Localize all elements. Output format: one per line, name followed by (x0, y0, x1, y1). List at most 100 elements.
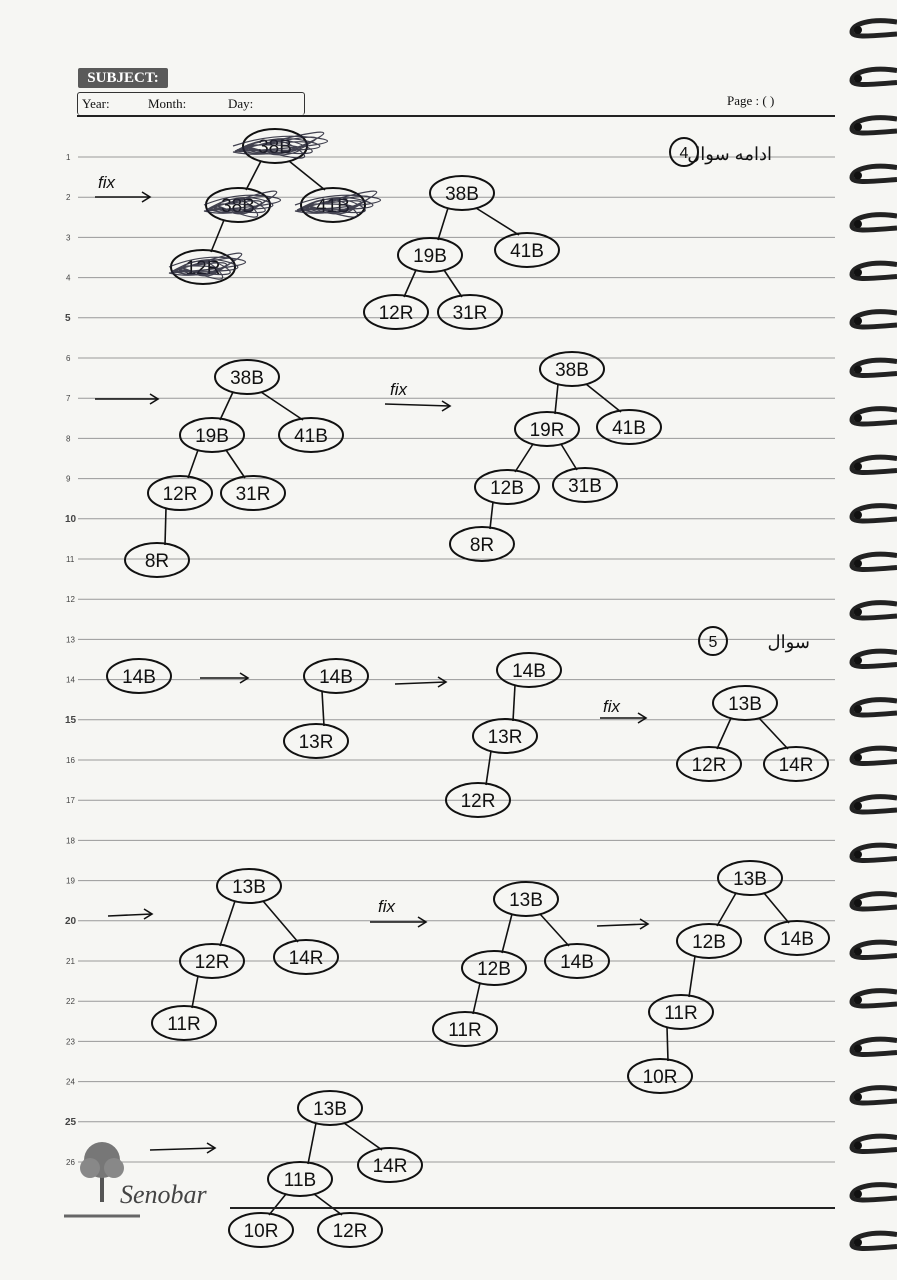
spiral-ring (849, 163, 897, 184)
line-number: 22 (66, 997, 75, 1006)
spiral-ring (849, 745, 897, 766)
node-circle (627, 1058, 693, 1094)
tree-edge (758, 717, 789, 750)
tree-edge (343, 1122, 383, 1151)
tree-node-q4_b-ll: 12R (147, 475, 213, 511)
tree-node-q5_2-left: 13R (283, 723, 349, 759)
tree-edge (443, 269, 463, 298)
tree-edge (539, 913, 570, 947)
tree-edge (763, 892, 790, 924)
node-label: 19B (413, 246, 447, 267)
line-number: 1 (66, 153, 71, 162)
node-label: 12R (692, 755, 727, 776)
spiral-ring (849, 939, 897, 960)
spiral-hole (854, 1141, 862, 1150)
spiral-binding (849, 18, 897, 1251)
node-label: 41B (294, 426, 328, 447)
spiral-ring (849, 212, 897, 233)
tree-node-q4_c-right: 41B (596, 409, 662, 445)
ruled-lines (78, 156, 835, 1163)
spiral-ring (849, 260, 897, 281)
arrow-line (107, 913, 153, 917)
spiral-hole (854, 608, 862, 616)
tree-node-q4_c-lll: 8R (449, 526, 515, 562)
node-circle (432, 1011, 498, 1047)
scribble (168, 131, 382, 280)
tree-node-q5_4-root: 13B (712, 685, 778, 721)
fix-label: fix (378, 897, 396, 916)
line-number: 10 (65, 514, 77, 525)
node-circle (676, 923, 742, 959)
node-label: 13B (232, 877, 266, 898)
node-circle (228, 1212, 294, 1248)
tree-edge (313, 1193, 343, 1216)
line-number: 8 (66, 434, 71, 443)
node-label: 12B (477, 959, 511, 980)
tree-node-q5_8-right: 14R (357, 1147, 423, 1183)
q5-number: 5 (709, 634, 718, 651)
spiral-ring (849, 648, 897, 669)
spiral-hole (854, 268, 862, 277)
spiral-ring (849, 18, 897, 39)
tree-edge (191, 975, 199, 1009)
tree-edge (666, 1026, 669, 1062)
node-circle (179, 943, 245, 979)
q5-heading: سوال 5 (698, 626, 810, 656)
node-circle (539, 351, 605, 387)
tree-node-q4_c-left: 19R (514, 411, 580, 447)
line-number: 25 (65, 1117, 77, 1128)
tree-edge (512, 684, 516, 722)
tree-node-q4_b-root: 38B (214, 359, 280, 395)
spiral-ring (849, 842, 897, 863)
tree-edge (688, 955, 696, 998)
node-circle (544, 943, 610, 979)
spiral-ring (849, 357, 897, 378)
spiral-ring (849, 1036, 897, 1057)
node-circle (763, 746, 829, 782)
tree-node-q5_7-left: 12B (676, 923, 742, 959)
node-label: 8R (470, 535, 494, 556)
spiral-hole (854, 317, 862, 325)
node-label: 10R (643, 1067, 678, 1088)
tree-edge (554, 383, 559, 415)
node-circle (676, 746, 742, 782)
spiral-ring (849, 1230, 897, 1251)
spiral-ring (849, 1085, 897, 1106)
tree-edge (321, 690, 325, 727)
node-label: 11R (448, 1020, 481, 1041)
node-circle (124, 542, 190, 578)
arrow-line (596, 923, 649, 927)
spiral-ring (849, 891, 897, 912)
fix-label: fix (390, 380, 408, 399)
arrow-head (206, 1142, 217, 1154)
tree-edge (288, 160, 326, 191)
tree-edge (501, 913, 513, 954)
arrow-head (149, 393, 160, 405)
tree-node-q4_b-left: 19B (179, 417, 245, 453)
line-number: 20 (65, 916, 77, 927)
tree-node-q5_3-left: 13R (472, 718, 538, 754)
tree-node-q5_6-right: 14B (544, 943, 610, 979)
node-label: 12R (163, 484, 198, 505)
tree-node-q5_7-root: 13B (717, 860, 783, 896)
line-number: 2 (66, 193, 71, 202)
node-label: 14B (780, 929, 814, 950)
q4-heading-text: ادامه سوال (687, 144, 772, 165)
tree-edge (475, 207, 520, 236)
node-label: 19B (195, 426, 229, 447)
node-label: 14R (373, 1156, 408, 1177)
year-label: Year: (82, 96, 110, 111)
spiral-hole (854, 26, 862, 34)
tree-node-q5_5-ll: 11R (151, 1005, 217, 1041)
node-circle (437, 294, 503, 330)
node-label: 19R (530, 420, 565, 441)
node-circle (552, 467, 618, 503)
node-circle (205, 187, 271, 223)
tree-node-q5_6-root: 13B (493, 881, 559, 917)
spiral-ring (849, 794, 897, 815)
spiral-hole (854, 220, 862, 228)
node-label: 12R (379, 303, 414, 324)
tree-edge (560, 443, 578, 471)
